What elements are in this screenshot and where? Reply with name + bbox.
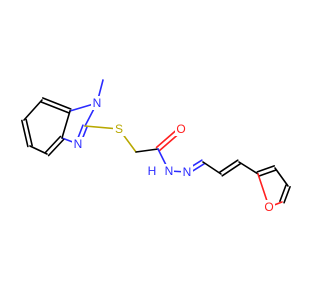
bond-c7-c7a-a	[40, 101, 70, 114]
bond-f4-f5-b	[283, 185, 291, 204]
bond-c6-c7	[23, 99, 43, 121]
bond-cb-cc-a	[221, 163, 242, 177]
atom-labels-layer: N N S O N H N O	[72, 96, 275, 214]
bond-c3a-c4-b	[47, 138, 65, 157]
atom-nh-hydrazide: N H	[146, 164, 174, 178]
atom-n-methyl: N	[91, 96, 103, 110]
bonds-layer	[21, 79, 291, 208]
bond-f4-f5-a	[279, 184, 287, 203]
bond-c7-c7a-b	[42, 97, 72, 110]
atom-o-carbonyl-label: O	[176, 122, 185, 136]
atom-o-furan: O	[263, 200, 275, 214]
bond-cb-cc-b	[218, 159, 239, 173]
atom-n-methyl-label: N	[93, 96, 102, 110]
bond-c3a-c4-a	[44, 135, 62, 154]
bond-cc-f2	[238, 161, 259, 175]
bond-ca-cb	[202, 161, 222, 175]
atom-o-furan-label: O	[264, 200, 273, 214]
bond-c5-c6-a	[25, 118, 33, 147]
bond-c5-c6-b	[21, 119, 29, 148]
bond-c3a-c7a	[61, 110, 71, 139]
bond-f2-f3-a	[257, 169, 277, 177]
atom-n-ring-label: N	[74, 137, 83, 151]
bond-ch2-cco	[135, 148, 159, 153]
atom-s-thioether-label: S	[115, 122, 123, 136]
atom-n-imine-label: N	[183, 165, 192, 179]
bond-f3-f4	[274, 167, 289, 187]
molecule-structure-diagram: N N S O N H N O	[21, 79, 291, 214]
atom-n-imine: N	[181, 165, 193, 179]
bond-c4-c5	[29, 145, 48, 155]
atom-n-ring: N	[72, 137, 84, 151]
atom-o-carbonyl: O	[175, 122, 187, 136]
bond-f2-f3-b	[256, 165, 276, 173]
atom-nh-hydrazide-label: N	[165, 164, 174, 178]
atom-h-hydrazide-label: H	[148, 164, 157, 178]
atom-s-thioether: S	[113, 122, 125, 136]
